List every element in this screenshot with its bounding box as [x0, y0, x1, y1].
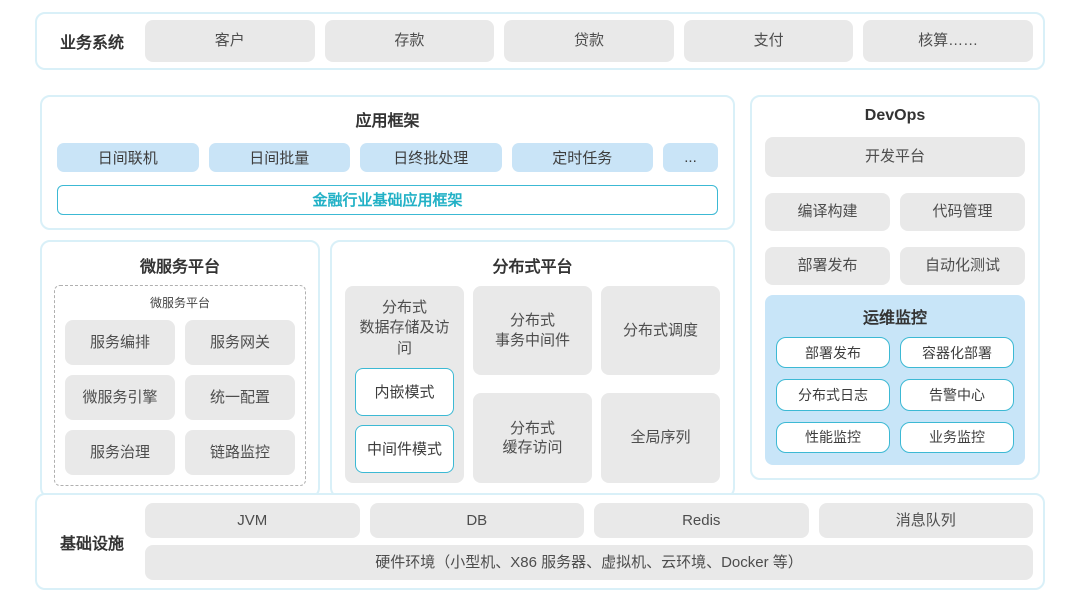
module-more-ellipsis: ... — [663, 143, 718, 172]
devops-panel: DevOps 开发平台 编译构建 代码管理 部署发布 自动化测试 运维监控 部署… — [750, 95, 1040, 480]
distributed-storage-box: 分布式 数据存储及访问 内嵌模式 中间件模式 — [345, 286, 464, 483]
micro-box-governance: 服务治理 — [65, 429, 175, 475]
middleware-mode-box: 中间件模式 — [355, 424, 454, 473]
micro-box-trace-monitor: 链路监控 — [185, 429, 295, 475]
app-framework-modules: 日间联机 日间批量 日终批处理 定时任务 ... — [57, 143, 718, 172]
automated-testing-box: 自动化测试 — [900, 247, 1025, 285]
distributed-right-column: 分布式调度 全局序列 — [601, 286, 720, 483]
monitor-performance-box: 性能监控 — [776, 421, 890, 453]
micro-box-unified-config: 统一配置 — [185, 374, 295, 420]
distributed-panel: 分布式平台 分布式 数据存储及访问 内嵌模式 中间件模式 分布式 事务中间件 — [330, 240, 735, 498]
monitor-distributed-log-box: 分布式日志 — [776, 379, 890, 411]
monitor-container-deploy-box: 容器化部署 — [900, 337, 1014, 369]
business-systems-label: 业务系统 — [59, 35, 124, 52]
deploy-release-box: 部署发布 — [765, 247, 890, 285]
jvm-box: JVM — [145, 503, 360, 538]
microservices-panel: 微服务平台 微服务平台 服务编排 服务网关 微服务引擎 统一配置 服务治理 链路… — [40, 240, 320, 498]
infrastructure-band: 基础设施 JVM DB Redis 消息队列 硬件环境（小型机、X86 服务器、… — [35, 493, 1045, 590]
microservices-inner-title: 微服务平台 — [149, 296, 210, 310]
financial-base-framework-box: 金融行业基础应用框架 — [57, 184, 718, 215]
distributed-storage-label: 分布式 数据存储及访问 — [359, 299, 450, 357]
micro-box-engine: 微服务引擎 — [65, 374, 175, 420]
business-box-deposit: 存款 — [324, 20, 495, 62]
distributed-storage-column: 分布式 数据存储及访问 内嵌模式 中间件模式 — [345, 286, 464, 483]
monitor-alert-center-box: 告警中心 — [900, 379, 1014, 411]
devops-grid: 编译构建 代码管理 部署发布 自动化测试 — [765, 193, 1025, 285]
app-framework-panel: 应用框架 日间联机 日间批量 日终批处理 定时任务 ... 金融行业基础应用框架 — [40, 95, 735, 230]
distributed-transaction-box: 分布式 事务中间件 — [473, 286, 592, 376]
monitor-business-box: 业务监控 — [900, 421, 1014, 453]
ops-monitoring-title: 运维监控 — [862, 310, 927, 327]
microservices-grid: 服务编排 服务网关 微服务引擎 统一配置 服务治理 链路监控 — [65, 320, 295, 475]
message-queue-box: 消息队列 — [818, 503, 1033, 538]
business-systems-boxes: 客户 存款 贷款 支付 核算…… — [145, 20, 1033, 62]
distributed-title: 分布式平台 — [492, 259, 573, 276]
platforms-row: 微服务平台 微服务平台 服务编排 服务网关 微服务引擎 统一配置 服务治理 链路… — [40, 240, 735, 498]
dev-platform-box: 开发平台 — [765, 137, 1025, 177]
app-framework-title: 应用框架 — [355, 113, 420, 130]
global-sequence-box: 全局序列 — [601, 393, 720, 483]
micro-box-orchestration: 服务编排 — [65, 320, 175, 365]
business-box-customer: 客户 — [145, 20, 315, 62]
db-box: DB — [369, 503, 584, 538]
redis-box: Redis — [594, 503, 809, 538]
microservices-inner-box: 微服务平台 服务编排 服务网关 微服务引擎 统一配置 服务治理 链路监控 — [54, 285, 306, 486]
module-daytime-batch: 日间批量 — [208, 143, 350, 172]
distributed-cache-box: 分布式 缓存访问 — [473, 393, 592, 483]
distributed-body: 分布式 数据存储及访问 内嵌模式 中间件模式 分布式 事务中间件 分布式 缓存访… — [345, 286, 720, 483]
distributed-scheduler-box: 分布式调度 — [601, 286, 720, 376]
ops-monitoring-panel: 运维监控 部署发布 容器化部署 分布式日志 告警中心 性能监控 业务监控 — [765, 295, 1025, 465]
monitor-deploy-release-box: 部署发布 — [776, 337, 890, 369]
middle-section: 应用框架 日间联机 日间批量 日终批处理 定时任务 ... 金融行业基础应用框架… — [35, 95, 1045, 498]
business-box-payment: 支付 — [683, 20, 854, 62]
ops-monitoring-grid: 部署发布 容器化部署 分布式日志 告警中心 性能监控 业务监控 — [776, 337, 1014, 453]
module-scheduled-tasks: 定时任务 — [511, 143, 653, 172]
business-box-accounting: 核算…… — [863, 20, 1033, 62]
infrastructure-row: JVM DB Redis 消息队列 — [145, 503, 1033, 538]
module-eod-batch: 日终批处理 — [360, 143, 502, 172]
left-column: 应用框架 日间联机 日间批量 日终批处理 定时任务 ... 金融行业基础应用框架… — [40, 95, 735, 498]
distributed-middle-column: 分布式 事务中间件 分布式 缓存访问 — [473, 286, 592, 483]
infrastructure-label: 基础设施 — [59, 535, 124, 553]
microservices-title: 微服务平台 — [139, 259, 220, 276]
business-box-loan: 贷款 — [504, 20, 674, 62]
business-systems-band: 业务系统 客户 存款 贷款 支付 核算…… — [35, 12, 1045, 70]
infrastructure-boxes: JVM DB Redis 消息队列 硬件环境（小型机、X86 服务器、虚拟机、云… — [145, 503, 1033, 580]
code-management-box: 代码管理 — [900, 193, 1025, 231]
embedded-mode-box: 内嵌模式 — [355, 367, 454, 416]
hardware-environment-box: 硬件环境（小型机、X86 服务器、虚拟机、云环境、Docker 等） — [145, 545, 1033, 580]
build-box: 编译构建 — [765, 193, 890, 231]
module-daytime-online: 日间联机 — [57, 143, 199, 172]
micro-box-gateway: 服务网关 — [185, 320, 295, 365]
devops-title: DevOps — [864, 107, 926, 124]
